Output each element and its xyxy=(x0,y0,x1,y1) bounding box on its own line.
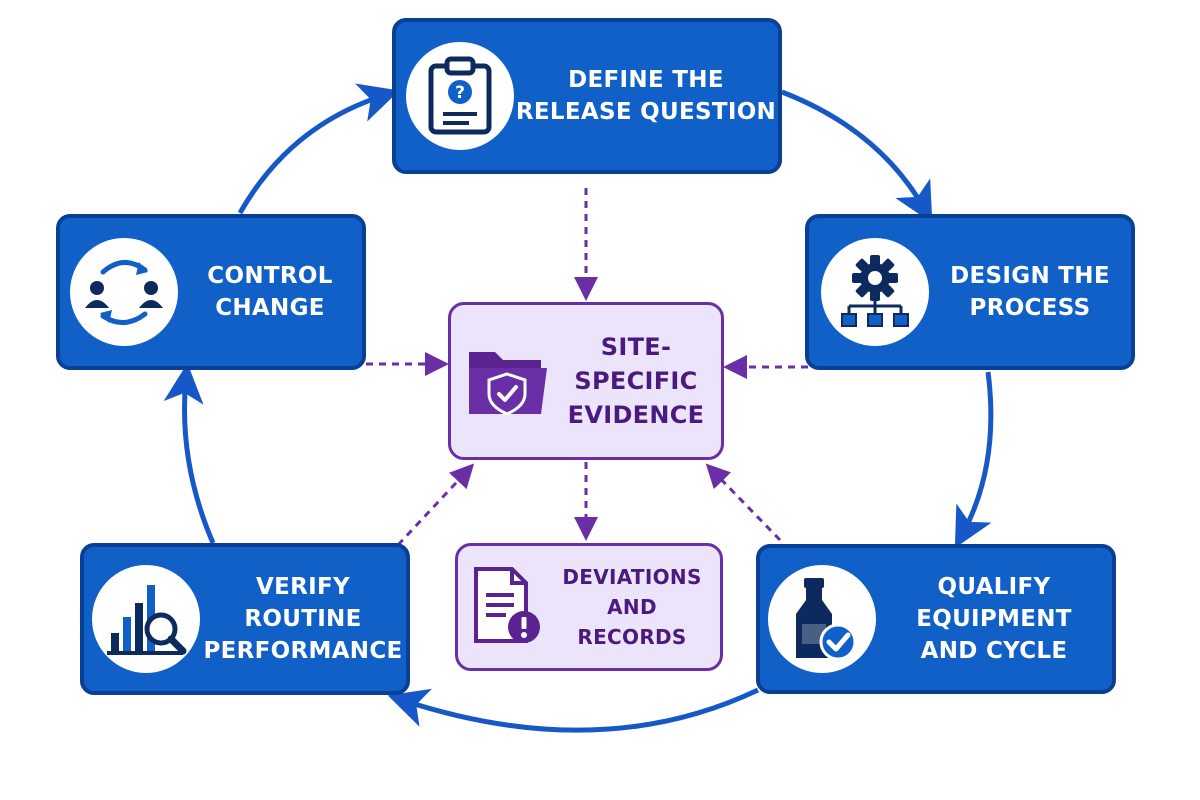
cycle-arrow-qualify-to-verify xyxy=(387,687,760,733)
folder-shield-icon xyxy=(469,352,547,416)
step-define-label-line1: DEFINE THE xyxy=(568,67,724,93)
gear-flowchart-icon xyxy=(841,255,909,327)
bottle-check-icon xyxy=(796,578,857,661)
step-define-label: DEFINE THE RELEASE QUESTION xyxy=(514,64,778,128)
gear-flowchart-icon-badge xyxy=(821,238,929,346)
evidence-label-line1: SITE-SPECIFIC xyxy=(574,333,698,395)
svg-text:?: ? xyxy=(455,83,465,103)
document-alert-icon-wrap xyxy=(470,562,544,652)
step-qualify-label: QUALIFY EQUIPMENT AND CYCLE xyxy=(876,571,1112,667)
step-design-process: DESIGN THE PROCESS xyxy=(805,214,1135,370)
step-qualify-equipment-cycle: QUALIFY EQUIPMENT AND CYCLE xyxy=(756,544,1116,694)
document-alert-icon xyxy=(474,567,540,643)
step-control-label-line2: CHANGE xyxy=(215,295,325,321)
dashed-arrow-qualify-to-evidence xyxy=(705,463,782,542)
evidence-label-line2: EVIDENCE xyxy=(567,401,705,429)
site-specific-evidence: SITE-SPECIFIC EVIDENCE xyxy=(448,302,724,460)
step-verify-label-line1: VERIFY ROUTINE xyxy=(244,574,362,632)
step-verify-routine-performance: VERIFY ROUTINE PERFORMANCE xyxy=(80,543,410,695)
step-define-release-question: ? DEFINE THE RELEASE QUESTION xyxy=(392,18,782,174)
dashed-arrow-verify-to-evidence xyxy=(396,463,475,547)
step-design-label-line2: PROCESS xyxy=(969,295,1091,321)
deviations-label-line1: DEVIATIONS AND xyxy=(562,565,702,619)
step-define-label-line2: RELEASE QUESTION xyxy=(515,99,777,125)
clipboard-question-icon: ? xyxy=(428,56,492,135)
cycle-arrow-control-to-define xyxy=(237,83,400,215)
cycle-arrow-verify-to-control xyxy=(163,363,216,544)
evidence-label: SITE-SPECIFIC EVIDENCE xyxy=(551,330,721,432)
step-qualify-label-line2: AND CYCLE xyxy=(920,638,1068,664)
people-cycle-icon xyxy=(85,260,163,325)
deviations-and-records: DEVIATIONS AND RECORDS xyxy=(455,543,723,671)
deviations-label-line2: RECORDS xyxy=(577,625,687,649)
bar-chart-magnifier-icon xyxy=(107,585,187,655)
step-control-label: CONTROL CHANGE xyxy=(178,260,362,324)
folder-shield-icon-wrap xyxy=(465,331,551,431)
step-qualify-label-line1: QUALIFY EQUIPMENT xyxy=(916,574,1072,632)
people-cycle-icon-badge xyxy=(70,238,178,346)
step-control-label-line1: CONTROL xyxy=(207,263,333,289)
step-verify-label: VERIFY ROUTINE PERFORMANCE xyxy=(200,571,406,667)
step-design-label: DESIGN THE PROCESS xyxy=(929,260,1131,324)
step-design-label-line1: DESIGN THE xyxy=(950,263,1110,289)
deviations-label: DEVIATIONS AND RECORDS xyxy=(544,562,720,652)
bottle-check-icon-badge xyxy=(768,565,876,673)
clipboard-question-icon-badge: ? xyxy=(406,42,514,150)
cycle-arrow-design-to-qualify xyxy=(954,371,994,549)
step-verify-label-line2: PERFORMANCE xyxy=(203,638,403,664)
bar-chart-magnifier-icon-badge xyxy=(92,565,200,673)
cycle-arrow-define-to-design xyxy=(781,89,933,224)
step-control-change: CONTROL CHANGE xyxy=(56,214,366,370)
